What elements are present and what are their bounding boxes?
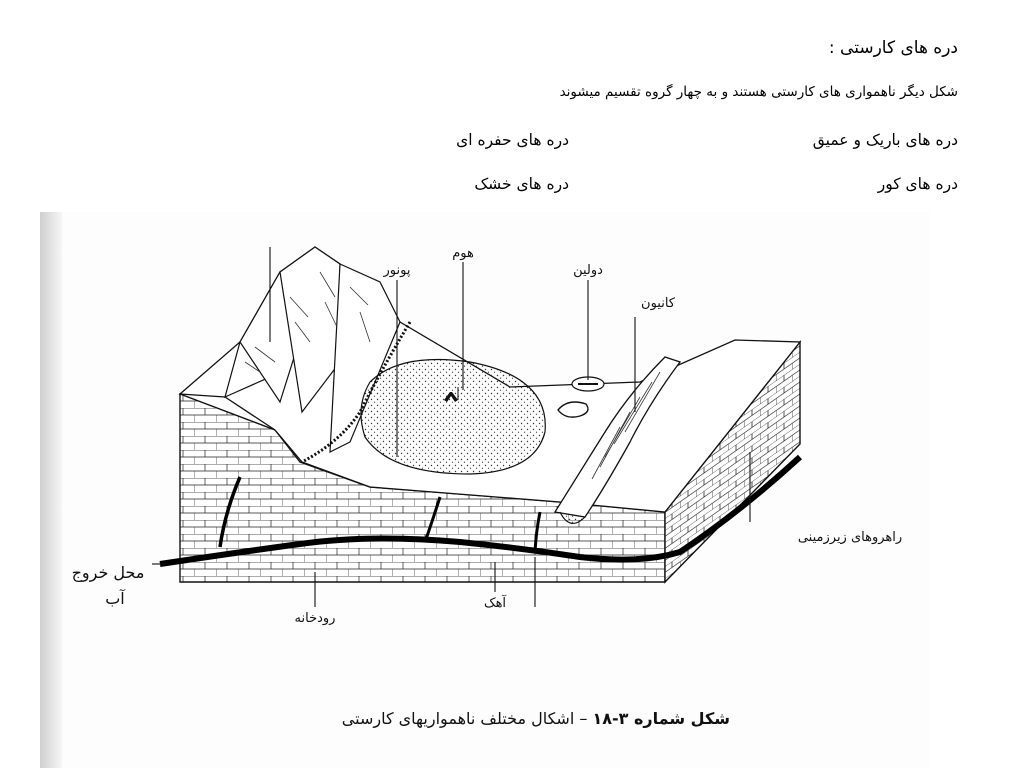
- dolines: [557, 376, 605, 418]
- figure-caption: شکل شماره ۳-۱۸ – اشکال مختلف ناهمواریهای…: [342, 709, 730, 729]
- category-narrow-deep: دره های باریک و عمیق: [812, 131, 958, 149]
- label-outlet-2: آب: [105, 589, 126, 608]
- category-dry: دره های خشک: [474, 175, 569, 193]
- caption-number: شکل شماره ۳-۱۸: [592, 709, 730, 728]
- section-title: دره های کارستی :: [828, 38, 958, 58]
- label-river: رودخانه: [295, 611, 336, 626]
- label-hum: هوم: [452, 246, 474, 261]
- pointer-lines: [152, 247, 751, 607]
- karst-block-diagram: هوم پونور دولین کانیون راهروهای زیرزمینی…: [72, 246, 903, 729]
- canyon-valley: [553, 356, 682, 524]
- ponor-escarpment: [301, 321, 412, 464]
- svg-text:شکل شماره ۳-۱۸ – اشکال: شکل شماره ۳-۱۸ – اشکال مختلف ناهمواریهای…: [342, 709, 730, 729]
- intro-text: شکل دیگر ناهمواری های کارستی هستند و به …: [559, 84, 958, 100]
- scan-edge-shadow: [40, 212, 62, 768]
- label-canyon: کانیون: [641, 296, 676, 311]
- label-dolin: دولین: [573, 263, 603, 278]
- karst-figure-scan: هوم پونور دولین کانیون راهروهای زیرزمینی…: [40, 212, 930, 768]
- underground-channels: [159, 454, 803, 567]
- category-blind: دره های کور: [877, 175, 958, 193]
- caption-text: – اشکال مختلف ناهمواریهای کارستی: [342, 709, 588, 729]
- label-outlet-1: محل خروج: [72, 563, 145, 583]
- label-underground: راهروهای زیرزمینی: [798, 530, 902, 545]
- figure-labels: هوم پونور دولین کانیون راهروهای زیرزمینی…: [72, 246, 903, 626]
- label-ponor: پونور: [383, 263, 411, 278]
- label-limestone: آهک: [484, 594, 507, 611]
- category-pit: دره های حفره ای: [456, 131, 569, 149]
- polje-depression: [360, 358, 546, 475]
- mountain-ridges: [224, 246, 401, 453]
